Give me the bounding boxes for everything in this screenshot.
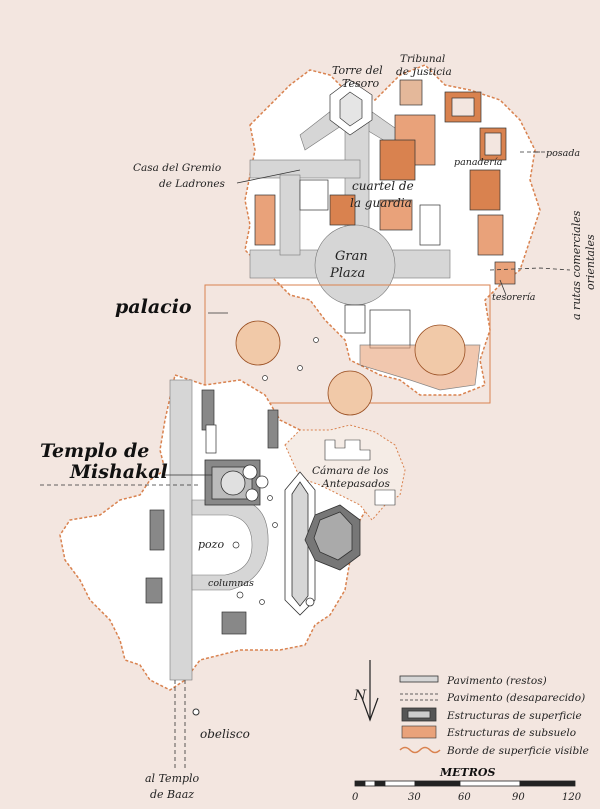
- label-rutas-2: orientales: [584, 234, 597, 290]
- label-gran-plaza-2: Plaza: [329, 266, 365, 281]
- legend-label-3: Estructuras de subsuelo: [446, 727, 576, 739]
- label-cuartel-2: la guardia: [350, 196, 412, 210]
- templo-building: [204, 459, 269, 506]
- scale-tick-4: 120: [562, 792, 582, 803]
- label-templo-2: Mishakal: [69, 461, 168, 483]
- label-casa-1: Casa del Gremio: [133, 162, 221, 174]
- label-templo-1: Templo de: [40, 440, 149, 462]
- palace-dots: [262, 337, 319, 381]
- south-dashed-lines: [40, 484, 200, 770]
- legend-label-2: Estructuras de superficie: [446, 710, 582, 722]
- scale-tick-0: 0: [352, 792, 359, 803]
- label-rutas-1: a rutas comerciales: [570, 210, 583, 320]
- obelisco-marker: [192, 708, 200, 716]
- label-obelisco: obelisco: [200, 727, 250, 741]
- label-posada: posada: [546, 148, 580, 159]
- north-label: N: [353, 688, 367, 704]
- columns-dots: [232, 495, 278, 605]
- trees: [217, 320, 466, 477]
- camara-rooms: [324, 439, 396, 506]
- south-pavement: [169, 379, 269, 681]
- scale-title: METROS: [439, 766, 495, 779]
- label-pozo: pozo: [198, 538, 224, 551]
- legend-swatch-pavimento-restos: [399, 675, 439, 683]
- south-structures: [145, 389, 279, 635]
- label-al-templo-1: al Templo: [145, 772, 200, 785]
- label-columnas: columnas: [208, 578, 254, 589]
- legend-label-1: Pavimento (desaparecido): [446, 692, 585, 704]
- label-casa-2: de Ladrones: [159, 178, 226, 190]
- label-torre-1: Torre del: [332, 64, 383, 77]
- label-gran-plaza-1: Gran: [335, 249, 368, 264]
- scale-tick-1: 30: [408, 792, 421, 803]
- legend-label-0: Pavimento (restos): [446, 675, 547, 687]
- label-tribunal-1: Tribunal: [400, 53, 445, 65]
- legend-swatch-estructuras-superficie: [401, 707, 437, 722]
- label-palacio: palacio: [115, 296, 192, 318]
- north-structures: [254, 79, 516, 391]
- label-al-templo-2: de Baaz: [150, 788, 194, 801]
- label-tribunal-2: de Justicia: [396, 66, 452, 78]
- camara-building: [284, 471, 361, 616]
- legend-swatch-pavimento-desaparecido: [400, 693, 438, 701]
- label-camara-1: Cámara de los: [312, 465, 389, 477]
- legend-swatch-borde: [399, 746, 441, 754]
- legend-swatch-estructuras-subsuelo: [401, 725, 437, 739]
- scale-tick-3: 90: [512, 792, 525, 803]
- legend-label-4: Borde de superficie visible: [446, 745, 589, 757]
- label-torre-2: Tesoro: [342, 77, 380, 90]
- label-cuartel-1: cuartel de: [352, 179, 414, 193]
- label-tesoreria: tesorería: [492, 292, 536, 303]
- north-arrow-icon: [361, 660, 379, 722]
- leader-lines: [163, 151, 540, 476]
- legend: Pavimento (restos) Pavimento (desapareci…: [399, 675, 589, 757]
- label-camara-2: Antepasados: [321, 478, 390, 490]
- scale-tick-2: 60: [458, 792, 471, 803]
- scale-bar: [354, 780, 576, 787]
- label-panaderia: panadería: [454, 157, 503, 168]
- trade-route-line: [489, 267, 571, 271]
